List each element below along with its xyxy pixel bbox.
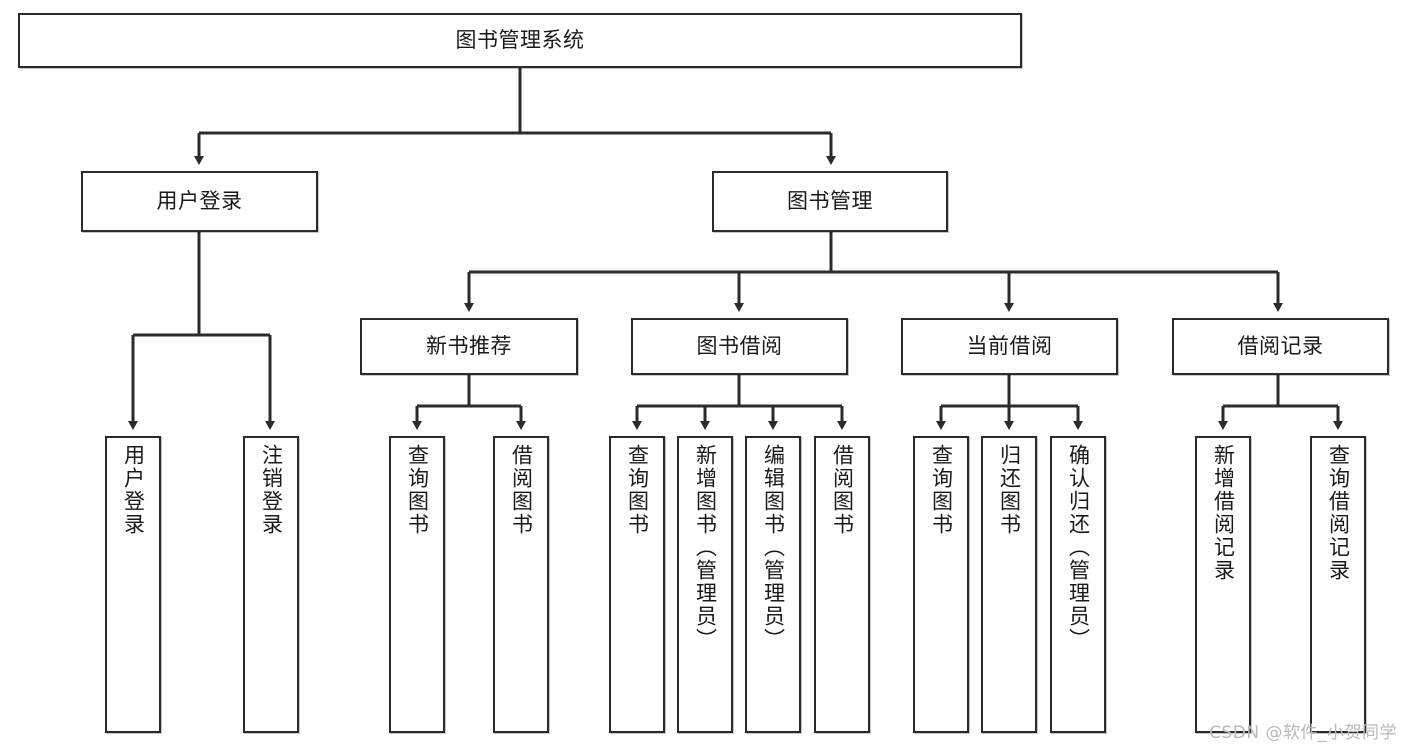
node-leaf-query-book-3[interactable]: 查询图书: [913, 436, 969, 733]
node-new-book-recommend[interactable]: 新书推荐: [360, 318, 578, 375]
node-borrow-record[interactable]: 借阅记录: [1172, 318, 1389, 375]
node-user-login-label: 用户登录: [156, 189, 243, 214]
node-leaf-return-book-label: 归还图书: [997, 444, 1022, 536]
node-current-borrow-label: 当前借阅: [966, 334, 1053, 359]
node-book-manage-label: 图书管理: [787, 189, 873, 214]
node-leaf-query-book-2-label: 查询图书: [625, 444, 650, 536]
node-leaf-add-book-admin-label: 新增图书（管理员）: [693, 444, 718, 651]
node-borrow-record-label: 借阅记录: [1237, 334, 1324, 359]
node-user-login[interactable]: 用户登录: [81, 171, 318, 232]
node-current-borrow[interactable]: 当前借阅: [901, 318, 1118, 375]
node-leaf-add-borrow-record-label: 新增借阅记录: [1211, 444, 1236, 582]
node-leaf-add-borrow-record[interactable]: 新增借阅记录: [1195, 436, 1251, 733]
node-leaf-logout-login[interactable]: 注销登录: [243, 436, 299, 733]
node-leaf-query-book-3-label: 查询图书: [929, 444, 954, 536]
node-leaf-return-book[interactable]: 归还图书: [981, 436, 1037, 733]
node-leaf-borrow-book-2[interactable]: 借阅图书: [814, 436, 870, 733]
node-leaf-user-login[interactable]: 用户登录: [105, 436, 161, 733]
node-new-book-recommend-label: 新书推荐: [426, 334, 512, 359]
node-leaf-edit-book-admin[interactable]: 编辑图书（管理员）: [745, 436, 801, 733]
node-leaf-borrow-book-1-label: 借阅图书: [509, 444, 534, 536]
node-leaf-edit-book-admin-label: 编辑图书（管理员）: [761, 444, 786, 651]
node-leaf-borrow-book-1[interactable]: 借阅图书: [493, 436, 549, 733]
node-leaf-query-book-1-label: 查询图书: [405, 444, 430, 536]
node-root[interactable]: 图书管理系统: [18, 13, 1022, 68]
node-book-manage[interactable]: 图书管理: [712, 171, 948, 232]
node-root-label: 图书管理系统: [455, 28, 585, 53]
node-book-borrow-label: 图书借阅: [696, 334, 783, 359]
csdn-watermark: CSDN @软件_小贺同学: [1209, 723, 1397, 743]
node-leaf-query-borrow-record-label: 查询借阅记录: [1326, 444, 1351, 582]
node-leaf-query-borrow-record[interactable]: 查询借阅记录: [1310, 436, 1366, 733]
node-leaf-query-book-2[interactable]: 查询图书: [609, 436, 665, 733]
node-leaf-add-book-admin[interactable]: 新增图书（管理员）: [677, 436, 733, 733]
node-leaf-query-book-1[interactable]: 查询图书: [389, 436, 445, 733]
node-leaf-borrow-book-2-label: 借阅图书: [830, 444, 855, 536]
node-leaf-confirm-return-admin[interactable]: 确认归还（管理员）: [1050, 436, 1106, 733]
node-leaf-confirm-return-admin-label: 确认归还（管理员）: [1066, 444, 1091, 651]
node-leaf-logout-login-label: 注销登录: [259, 444, 284, 536]
node-book-borrow[interactable]: 图书借阅: [631, 318, 848, 375]
node-leaf-user-login-label: 用户登录: [121, 444, 146, 536]
